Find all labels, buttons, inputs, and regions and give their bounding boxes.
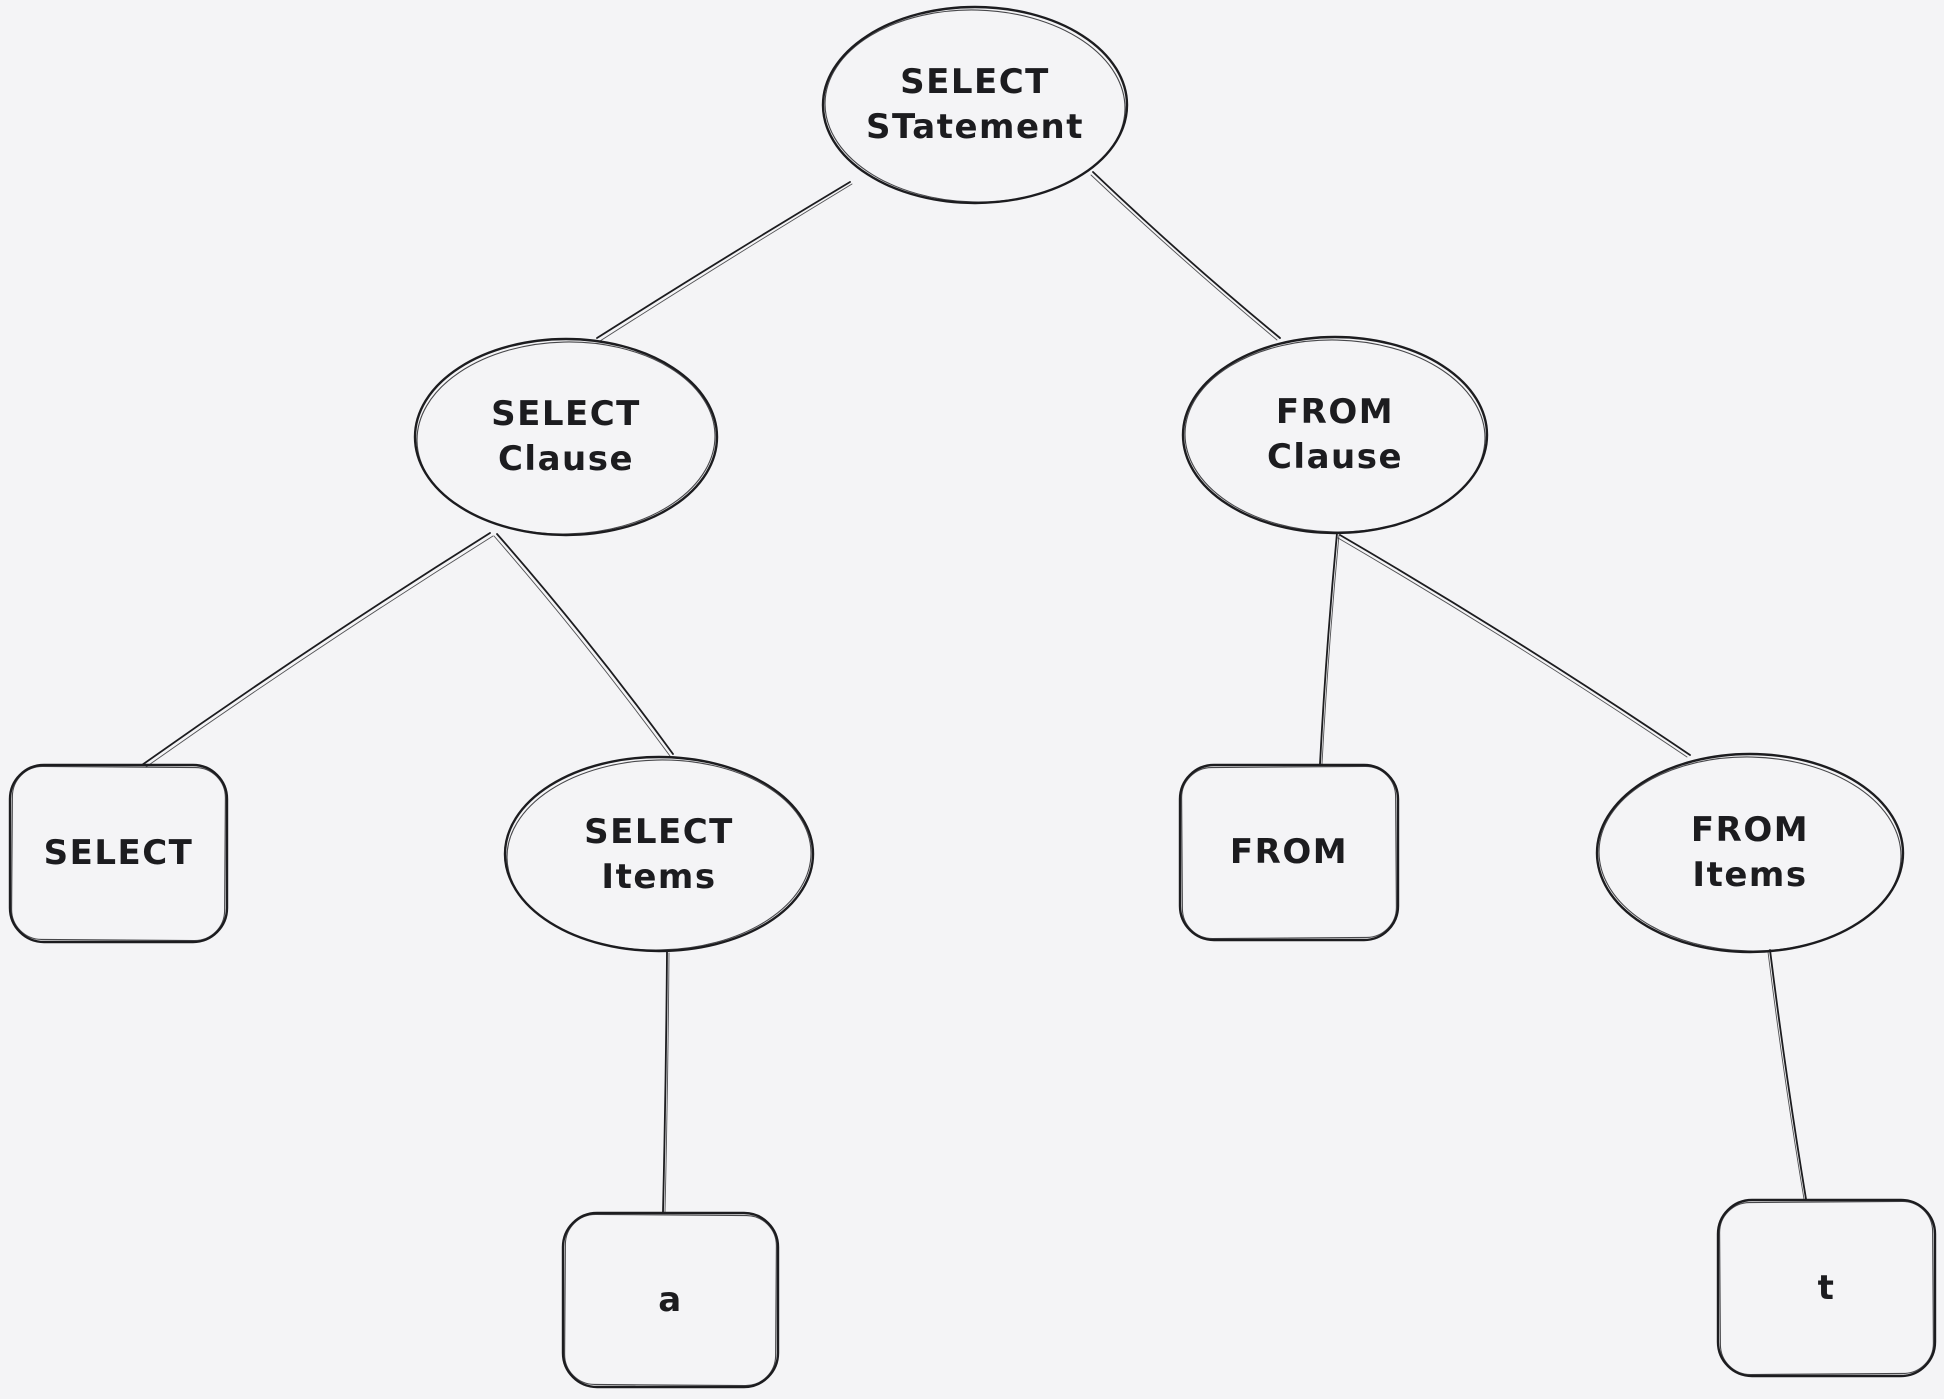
sketch-stroke — [1598, 756, 1902, 952]
sketch-stroke — [8, 763, 229, 944]
node-item-t-shape[interactable] — [1716, 1198, 1937, 1378]
sketch-stroke — [1719, 1200, 1934, 1376]
node-item-t[interactable]: t — [1718, 1200, 1935, 1376]
edge-select-clause-select-items — [493, 533, 674, 757]
node-item-a[interactable]: a — [563, 1213, 778, 1387]
sketch-stroke — [416, 341, 716, 535]
node-item-a-shape[interactable] — [561, 1211, 780, 1389]
sketch-stroke — [1178, 763, 1400, 942]
sketch-stroke — [596, 181, 851, 339]
node-label: SELECT STatement — [866, 62, 1084, 147]
node-label: SELECT — [43, 833, 194, 874]
node-from-clause[interactable]: FROM Clause — [1183, 337, 1487, 533]
node-label: FROM Clause — [1266, 392, 1404, 477]
sketch-stroke — [503, 755, 815, 953]
sketch-stroke — [1181, 335, 1489, 535]
sketch-stroke — [1090, 174, 1278, 341]
edge-select-statement-select-clause — [596, 181, 853, 342]
node-from-keyword-shape[interactable] — [1178, 763, 1400, 942]
sketch-stroke — [564, 1213, 777, 1387]
sketch-stroke — [1595, 752, 1905, 954]
sketch-stroke — [145, 535, 494, 768]
node-from-items[interactable]: FROM Items — [1597, 754, 1903, 952]
sketch-stroke — [1321, 534, 1340, 765]
sketch-stroke — [413, 337, 719, 537]
sketch-stroke — [11, 765, 226, 942]
sketch-stroke — [1184, 339, 1486, 533]
edge-select-items-item-a — [662, 951, 670, 1213]
node-from-clause-shape[interactable] — [1181, 335, 1489, 535]
node-select-statement[interactable]: SELECT STatement — [823, 7, 1127, 203]
node-label: FROM Items — [1690, 810, 1810, 895]
sketch-stroke — [821, 5, 1129, 205]
edge-from-items-item-t — [1767, 949, 1807, 1200]
sketch-stroke — [664, 952, 670, 1213]
node-label: FROM — [1229, 832, 1349, 873]
sketch-stroke — [1767, 951, 1805, 1200]
sketch-stroke — [496, 533, 674, 755]
sketch-stroke — [493, 535, 671, 757]
sketch-stroke — [824, 9, 1126, 203]
node-select-items-shape[interactable] — [503, 755, 815, 953]
sketch-stroke — [1337, 537, 1688, 758]
sketch-stroke — [1181, 765, 1397, 940]
sketch-stroke — [599, 183, 853, 342]
node-select-items[interactable]: SELECT Items — [505, 757, 813, 952]
node-select-statement-shape[interactable] — [821, 5, 1129, 205]
node-select-keyword[interactable]: SELECT — [10, 765, 227, 942]
sketch-stroke — [506, 759, 812, 951]
node-label: a — [658, 1279, 683, 1320]
sketch-stroke — [1769, 949, 1807, 1200]
node-select-keyword-shape[interactable] — [8, 763, 229, 944]
node-from-keyword[interactable]: FROM — [1180, 765, 1398, 940]
sketch-stroke — [1716, 1198, 1937, 1378]
node-label: SELECT Clause — [491, 394, 641, 479]
sketch-stroke — [561, 1211, 780, 1389]
node-label: t — [1817, 1267, 1836, 1308]
sketch-stroke — [1092, 171, 1281, 339]
node-select-clause-shape[interactable] — [413, 337, 719, 538]
edge-from-clause-from-items — [1337, 534, 1691, 758]
sketch-stroke — [1339, 534, 1691, 756]
edge-select-statement-from-clause — [1090, 171, 1281, 341]
edge-select-clause-select-keyword — [141, 532, 494, 768]
node-label: SELECT Items — [584, 811, 734, 897]
sketch-stroke — [662, 951, 668, 1213]
sketch-stroke — [1319, 532, 1338, 765]
node-from-items-shape[interactable] — [1595, 752, 1905, 955]
sketch-stroke — [141, 532, 491, 766]
node-select-clause[interactable]: SELECT Clause — [415, 339, 717, 535]
edge-from-clause-from-keyword — [1319, 532, 1340, 765]
